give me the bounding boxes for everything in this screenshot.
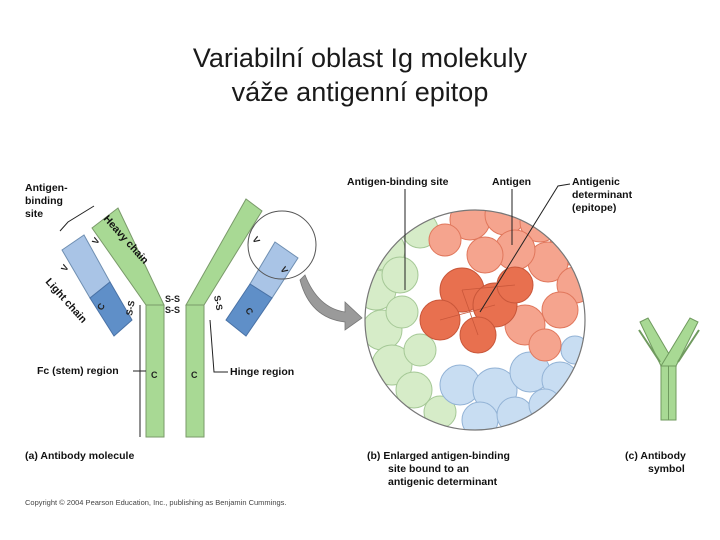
antigen-binding-site-label: Antigen- binding site [25, 182, 71, 220]
hinge-region-label: Hinge region [230, 366, 294, 378]
antigenic-determinant-leader [479, 183, 571, 313]
blue-sphere [560, 335, 585, 365]
heavy-chain-left-arm [91, 207, 165, 306]
green-sphere [395, 371, 433, 409]
light-chain-left-constant [89, 281, 133, 337]
symbol-right-arm [660, 317, 699, 367]
disulfide-hinge-2: S-S [165, 305, 180, 315]
domain-v-heavy-right: V [250, 235, 262, 245]
antigen-sphere [484, 210, 526, 236]
domain-c-stem-right: C [191, 370, 198, 380]
green-sphere [381, 256, 419, 294]
blue-sphere [496, 396, 534, 430]
title-line-1: Variabilní oblast Ig molekuly [192, 43, 528, 73]
enlarged-site-outline [364, 209, 586, 431]
panel-a-antibody-molecule: V V C V V C C C S-S S-S S-S S-S Heavy ch… [25, 182, 317, 462]
green-sphere [385, 295, 419, 329]
antigen-sphere [541, 291, 579, 329]
copyright-notice: Copyright © 2004 Pearson Education, Inc.… [25, 498, 287, 507]
antigen-sphere [528, 328, 562, 362]
caption-panel-c: (c) Antibody symbol [625, 450, 689, 475]
enlarge-arrow [299, 274, 363, 331]
blue-sphere [461, 401, 499, 430]
green-sphere [403, 333, 437, 367]
epitope-facet [439, 304, 496, 321]
hinge-region-leader [209, 319, 228, 373]
domain-v-light-right: V [278, 265, 290, 275]
caption-panel-b: (b) Enlarged antigen-binding site bound … [367, 450, 513, 488]
disulfide-hinge-1: S-S [165, 294, 180, 304]
domain-v-light-left: V [59, 263, 71, 273]
title-line-2: váže antigenní epitop [231, 76, 489, 107]
disulfide-light-left: S-S [124, 300, 136, 317]
panel-b-enlarged-site: Antigen-binding site Antigen Antigenic d… [347, 176, 635, 488]
symbol-left-light [638, 329, 661, 363]
antigen-sphere [466, 236, 504, 274]
antigen-label: Antigen [492, 176, 531, 188]
magnify-circle [247, 210, 317, 280]
epitope-facet [461, 284, 516, 291]
symbol-right-light [677, 329, 700, 363]
domain-v-heavy-left: V [90, 236, 102, 246]
fc-region-label: Fc (stem) region [37, 365, 119, 377]
disulfide-light-right: S-S [212, 295, 224, 312]
light-chain-right-constant [225, 283, 273, 337]
binding-site-bracket-left [59, 205, 95, 232]
domain-c-light-left: C [95, 301, 107, 312]
heavy-chain-right-arm [185, 198, 263, 306]
antigenic-determinant-label: Antigenic determinant (epitope) [572, 176, 635, 214]
antigen-sphere [428, 223, 462, 257]
antigen-binding-site-label-b: Antigen-binding site [347, 176, 449, 188]
domain-c-light-right: C [243, 306, 255, 317]
domain-c-stem-left: C [151, 370, 158, 380]
slide-title: Variabilní oblast Ig molekuly váže antig… [0, 42, 720, 110]
epitope-facet [461, 289, 479, 336]
panel-c-antibody-symbol: (c) Antibody symbol [625, 317, 700, 475]
caption-panel-a: (a) Antibody molecule [25, 450, 134, 462]
